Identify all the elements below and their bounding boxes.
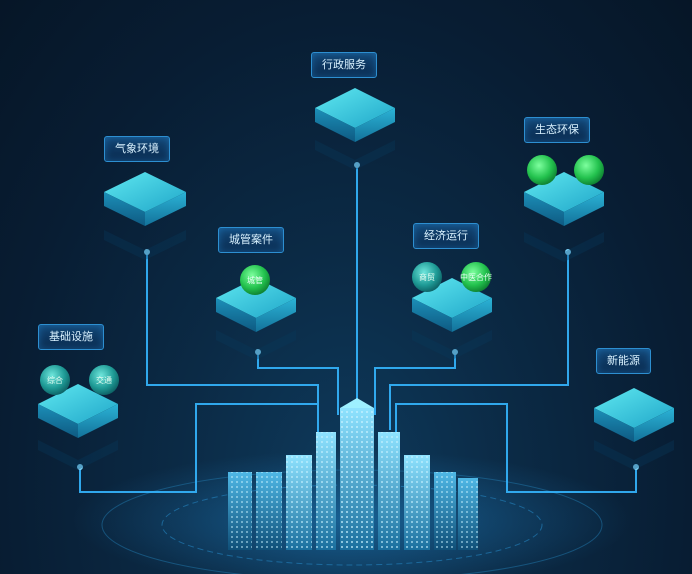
line-economic-operation bbox=[374, 352, 456, 415]
label-urban-management: 城管案件 bbox=[218, 227, 284, 253]
platform-new-energy bbox=[594, 388, 674, 470]
ball-label-transport: 交通 bbox=[96, 375, 112, 385]
label-economic-operation: 经济运行 bbox=[413, 223, 479, 249]
ball-urban-management: 城管 bbox=[240, 265, 270, 295]
platform-meteorology bbox=[104, 172, 186, 260]
label-new-energy: 新能源 bbox=[596, 348, 651, 374]
ball-label-comprehensive: 综合 bbox=[47, 375, 63, 385]
ball-label-commerce: 商贸 bbox=[419, 272, 435, 282]
ball-cooperation: 中医合作 bbox=[460, 262, 492, 292]
line-ecology bbox=[389, 252, 569, 430]
line-urban-management bbox=[257, 352, 339, 415]
label-meteorology: 气象环境 bbox=[104, 136, 170, 162]
ball-transport: 交通 bbox=[89, 365, 119, 395]
label-ecology: 生态环保 bbox=[524, 117, 590, 143]
connector-lines bbox=[79, 165, 637, 493]
ball-label-urban-management: 城管 bbox=[247, 275, 263, 285]
label-admin-services: 行政服务 bbox=[311, 52, 377, 78]
platform-ecology bbox=[524, 155, 604, 262]
platform-urban-management bbox=[216, 278, 296, 360]
ball-commerce: 商贸 bbox=[412, 262, 442, 292]
ball-comprehensive: 综合 bbox=[40, 365, 70, 395]
city-skyline bbox=[228, 398, 478, 550]
ball-label-cooperation: 中医合作 bbox=[460, 272, 492, 282]
line-new-energy bbox=[395, 403, 637, 493]
line-endpoints bbox=[77, 162, 639, 470]
label-infrastructure: 基础设施 bbox=[38, 324, 104, 350]
platform-admin-services bbox=[315, 88, 395, 170]
ecology-ball-left bbox=[527, 155, 557, 185]
platform-infrastructure bbox=[38, 384, 118, 470]
ecology-ball-right bbox=[574, 155, 604, 185]
line-infrastructure bbox=[79, 403, 319, 493]
